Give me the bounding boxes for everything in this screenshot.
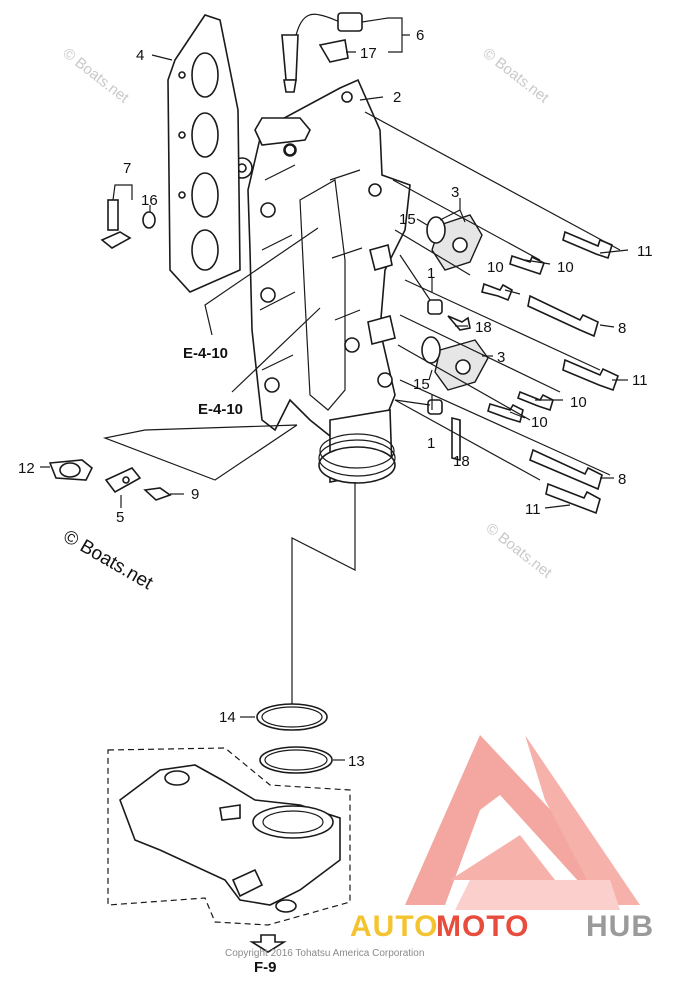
- callout-10-d: 10: [531, 414, 548, 431]
- bolts: [143, 230, 619, 515]
- o2-sensor-6: [281, 12, 363, 93]
- temp-sensor-7: [100, 199, 156, 249]
- o-ring-13: [259, 746, 333, 774]
- callout-labels: 4 2 6 17 7 16 3 15 11 10 10 1 18 8 3 11 …: [18, 27, 653, 770]
- watermark-top-left: © Boats.net: [60, 45, 133, 107]
- callout-18-lower: 18: [453, 453, 470, 470]
- copyright-footer: Copyright 2016 Tohatsu America Corporati…: [225, 948, 424, 959]
- callout-12: 12: [18, 460, 35, 477]
- callout-2: 2: [393, 89, 401, 106]
- f9-arrow: [249, 934, 287, 953]
- callout-7: 7: [123, 160, 131, 177]
- callout-15-upper: 15: [399, 211, 416, 228]
- collar-1-upper: [427, 299, 443, 315]
- callout-11-bottom: 11: [525, 501, 541, 518]
- callout-10-a: 10: [487, 259, 504, 276]
- callout-5: 5: [116, 509, 124, 526]
- callout-17: 17: [360, 45, 377, 62]
- o-ring-14-inner: [261, 706, 323, 728]
- callout-18-upper: 18: [475, 319, 492, 336]
- callout-10-c: 10: [570, 394, 587, 411]
- cover-3-upper: [426, 214, 483, 271]
- callout-11-top: 11: [637, 243, 653, 260]
- thermostat-housing-assembly: [107, 747, 351, 926]
- automotohub-wordmark: AUTO MOTO HUB: [350, 910, 654, 943]
- callout-16: 16: [141, 192, 158, 209]
- ref-e-4-10-lower: E-4-10: [198, 401, 243, 418]
- automotohub-logo: [405, 735, 640, 910]
- callout-14: 14: [219, 709, 236, 726]
- callout-15-lower: 15: [413, 376, 430, 393]
- callout-8-lower: 8: [618, 471, 626, 488]
- callout-4: 4: [136, 47, 144, 64]
- brand-moto: MOTO: [436, 910, 529, 943]
- o-ring-14: [256, 703, 328, 731]
- watermark-mid-right: © Boats.net: [483, 520, 556, 582]
- collar-1-lower: [427, 399, 443, 415]
- bracket-5: [104, 467, 142, 494]
- o-ring-13-inner: [264, 749, 328, 771]
- ref-e-4-10-upper: E-4-10: [183, 345, 228, 362]
- copyright-watermark: © Boats.net: [60, 526, 157, 594]
- ref-f-9: F-9: [254, 959, 277, 976]
- gasket-4: [167, 14, 241, 293]
- callout-6: 6: [416, 27, 424, 44]
- callout-10-b: 10: [557, 259, 574, 276]
- reference-labels: E-4-10 E-4-10 F-9: [183, 345, 277, 976]
- cover-3-lower: [421, 336, 489, 391]
- brand-hub: HUB: [586, 910, 654, 943]
- callout-3-lower: 3: [497, 349, 505, 366]
- clamp-12: [48, 459, 94, 481]
- exhaust-manifold: [231, 78, 411, 484]
- brand-auto: AUTO: [350, 910, 438, 943]
- callout-1-upper: 1: [427, 265, 435, 282]
- callout-8-upper: 8: [618, 320, 626, 337]
- callout-13: 13: [348, 753, 365, 770]
- leader-lines: [40, 17, 629, 761]
- callout-3-upper: 3: [451, 184, 459, 201]
- callout-11-mid: 11: [632, 372, 648, 389]
- callout-1-lower: 1: [427, 435, 435, 452]
- callout-9: 9: [191, 486, 199, 503]
- watermark-top-right: © Boats.net: [480, 45, 553, 107]
